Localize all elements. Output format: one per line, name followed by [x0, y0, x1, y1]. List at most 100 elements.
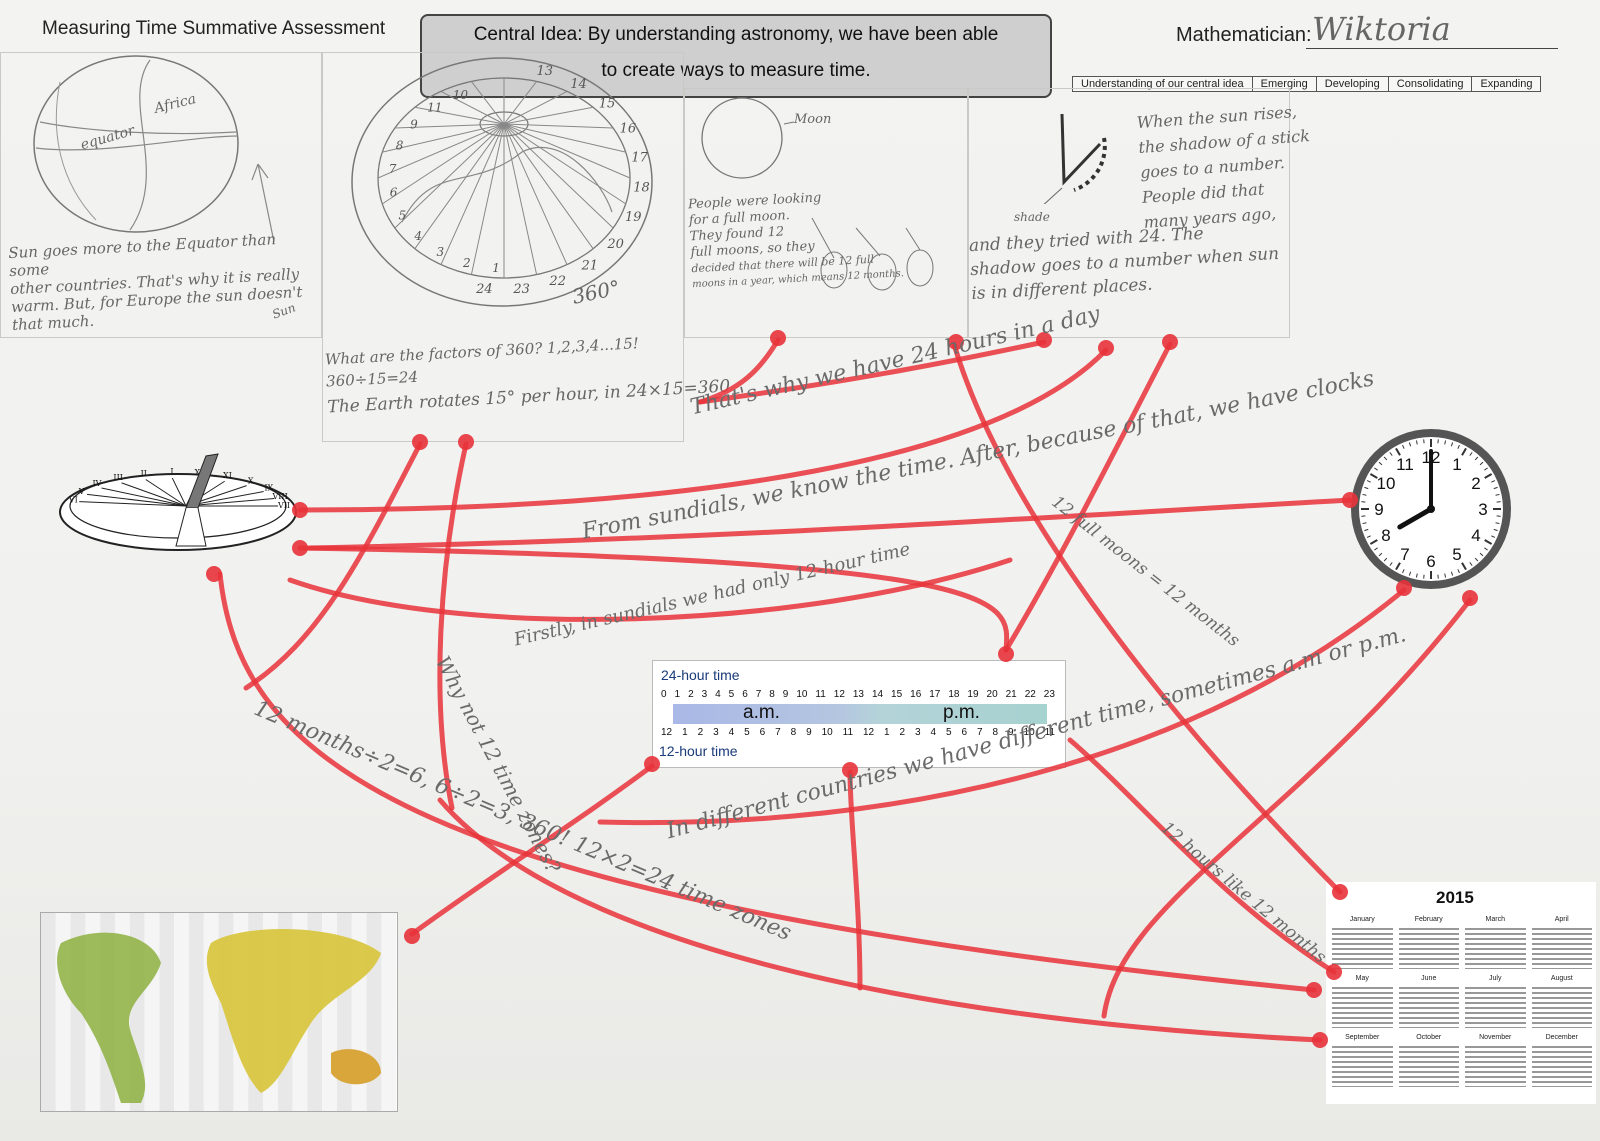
globe-hour-label: 5: [398, 209, 406, 223]
meridian-line: [414, 123, 505, 250]
globe-hour-label: 9: [410, 117, 418, 131]
globe-hour-label: 2: [462, 256, 471, 270]
hour-12-label: 10: [821, 727, 833, 738]
globe-hour-label: 15: [599, 96, 616, 111]
clock-tick: [1362, 522, 1367, 525]
hour-12-label: 7: [775, 727, 781, 738]
hour-12-label: 6: [759, 727, 766, 738]
arrow-head: [206, 566, 222, 582]
label-12-hour: 12-hour time: [659, 743, 738, 759]
hour-24-label: 5: [728, 689, 735, 700]
moon-panel: [684, 88, 968, 338]
clock-ticks: [1361, 439, 1501, 579]
clock-tick: [1362, 493, 1367, 496]
sundial-numeral: VIII: [271, 492, 287, 501]
globe-hour-label: 20: [606, 237, 624, 252]
calendar-month: June: [1398, 975, 1459, 1028]
clock-tick: [1408, 571, 1412, 576]
hour-24-label: 11: [815, 689, 826, 700]
hour-24-label: 21: [1005, 689, 1017, 700]
meridian-line: [394, 123, 505, 129]
sundial-hour-line: [101, 487, 187, 507]
calendar-days-grid: [1531, 925, 1592, 969]
clock-tick: [1493, 528, 1498, 532]
meridian-line: [503, 123, 626, 205]
calendar-month: September: [1332, 1034, 1393, 1087]
hour-24-label: 0: [661, 689, 667, 700]
hour-24-label: 7: [755, 689, 762, 700]
rubric-cell-consolidating: Consolidating: [1387, 76, 1473, 92]
hour-24-label: 12: [833, 689, 845, 700]
rubric-cell-expanding: Expanding: [1471, 76, 1542, 92]
globe-hour-label: 16: [620, 122, 637, 137]
clock-tick: [1408, 442, 1412, 447]
globe-hour-label: 11: [427, 100, 442, 114]
clock-tick: [1461, 562, 1467, 571]
hour-24-label: 8: [769, 689, 775, 700]
clock-tick: [1474, 456, 1479, 461]
calendar-month-name: August: [1550, 975, 1573, 982]
globe-hour-label: 14: [570, 77, 587, 92]
hour-hand: [1397, 506, 1434, 530]
clock-tick: [1469, 562, 1473, 566]
arrow-head: [1098, 340, 1114, 356]
clock-tick: [1474, 557, 1479, 562]
clock-tick: [1479, 552, 1484, 557]
clock-number: 4: [1471, 526, 1480, 545]
clock-number: 11: [1396, 455, 1414, 474]
equator-line: [39, 121, 237, 135]
calendar-days-grid: [1332, 1043, 1393, 1087]
clock-tick: [1469, 452, 1473, 456]
calendar-days-grid: [1465, 1043, 1526, 1087]
hour-marks: [1073, 137, 1107, 192]
time-zone-stripe: [174, 913, 189, 1111]
hour-24-label: 20: [986, 689, 998, 700]
hour-24-label: 18: [948, 689, 960, 700]
continent-line: [129, 59, 151, 231]
sundial-hour-line: [145, 479, 187, 507]
people-looking-icon: [811, 217, 934, 291]
name-underline: [1306, 48, 1558, 49]
earth-text: Sun goes more to the Equator than some o…: [8, 228, 322, 334]
calendar-month-name: April: [1554, 916, 1569, 923]
time-zone-lines: [377, 78, 631, 278]
hour-12-label: 11: [842, 727, 854, 738]
calendar-days-grid: [1398, 925, 1459, 969]
hour-24-label: 22: [1024, 689, 1036, 700]
calendar-month-name: October: [1416, 1034, 1442, 1041]
hour-12-label: 6: [961, 727, 968, 738]
calendar-days-grid: [1531, 1043, 1592, 1087]
calendar-month-name: December: [1545, 1034, 1578, 1041]
earth-outline: [33, 55, 239, 233]
calendar-days-grid: [1332, 925, 1393, 969]
meridian-line: [382, 123, 505, 205]
hour-12-label: 9: [806, 727, 812, 738]
globe-hour-label: 23: [512, 282, 530, 297]
hour-12-label: 5: [946, 727, 952, 738]
page-title: Measuring Time Summative Assessment: [42, 18, 386, 39]
clock-tick: [1415, 573, 1418, 578]
calendar-month: July: [1465, 975, 1526, 1028]
calendar-month: November: [1465, 1034, 1526, 1087]
calendar-month-name: March: [1485, 916, 1505, 923]
hour-12-label: 3: [713, 727, 719, 738]
hour-24-label: 13: [852, 689, 864, 700]
clock-number: 5: [1452, 545, 1461, 564]
meridian-line: [503, 123, 594, 250]
hour-12-label: 4: [728, 727, 735, 738]
globe-hour-label: 19: [625, 210, 642, 225]
time-zone-stripe: [189, 913, 204, 1111]
label-24-hour: 24-hour time: [661, 667, 740, 683]
sundial-numeral: XI: [223, 471, 232, 480]
sundial-numeral: V: [78, 487, 85, 496]
globe-hour-label: 6: [390, 186, 398, 200]
clock-number: 2: [1471, 474, 1480, 493]
clock-tick: [1484, 539, 1493, 545]
hour-12-label: 12: [661, 727, 673, 738]
red-arrow-line: [437, 441, 469, 811]
